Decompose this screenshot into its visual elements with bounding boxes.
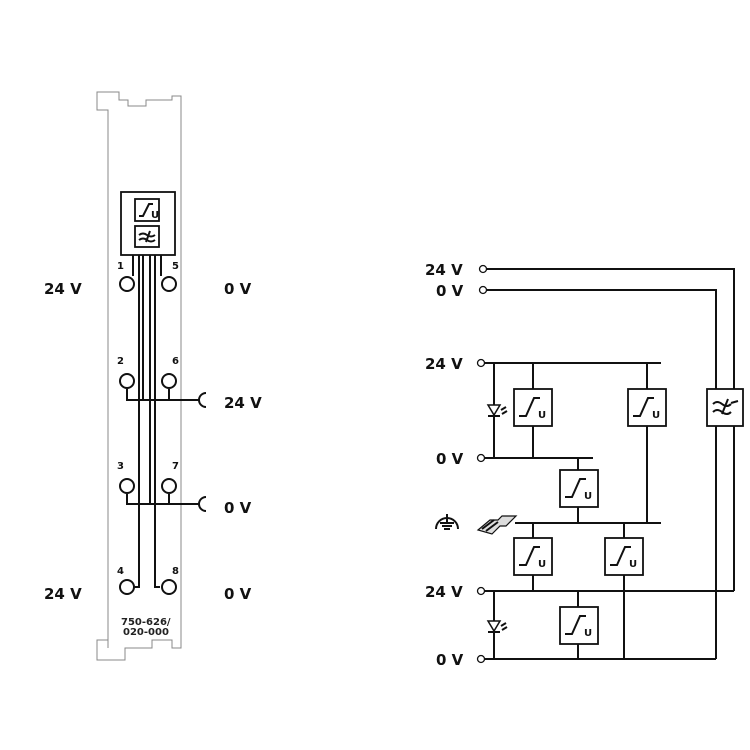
overvoltage-protection-icon: U bbox=[627, 388, 667, 427]
overvoltage-protection-boxes: U U U U U U bbox=[513, 388, 667, 645]
terminal-numbers: 1 2 3 4 5 6 7 8 bbox=[117, 261, 179, 577]
svg-text:2: 2 bbox=[117, 356, 124, 367]
svg-text:0 V: 0 V bbox=[224, 585, 252, 603]
filter-icon bbox=[134, 225, 160, 248]
schematic-labels: 24 V 0 V 24 V 0 V 24 V 0 V bbox=[425, 261, 464, 669]
connector-0v bbox=[198, 496, 207, 512]
voltage-letter: U bbox=[538, 410, 546, 421]
overvoltage-protection-icon: U bbox=[513, 537, 553, 576]
svg-text:0 V: 0 V bbox=[436, 450, 464, 468]
module-head: U bbox=[120, 191, 176, 256]
schematic-wiring bbox=[485, 268, 735, 660]
voltage-letter: U bbox=[584, 628, 592, 639]
svg-text:24 V: 24 V bbox=[425, 583, 463, 601]
svg-text:0 V: 0 V bbox=[224, 280, 252, 298]
voltage-letter: U bbox=[629, 559, 637, 570]
overvoltage-protection-icon: U bbox=[559, 469, 599, 508]
svg-text:24 V: 24 V bbox=[44, 585, 82, 603]
svg-text:7: 7 bbox=[172, 461, 179, 472]
terminals bbox=[119, 276, 177, 595]
module-labels: 24 V 24 V 0 V 24 V 0 V 0 V bbox=[44, 280, 262, 603]
schematic-terminals bbox=[476, 264, 488, 664]
svg-text:24 V: 24 V bbox=[44, 280, 82, 298]
svg-text:6: 6 bbox=[172, 356, 179, 367]
din-rail-icon bbox=[476, 515, 518, 535]
svg-text:0 V: 0 V bbox=[436, 282, 464, 300]
overvoltage-protection-icon: U bbox=[559, 606, 599, 645]
svg-text:U: U bbox=[151, 210, 159, 221]
filter-icon bbox=[706, 388, 744, 427]
part-number-suffix: 020-000 bbox=[123, 627, 169, 638]
led-icon bbox=[486, 404, 508, 417]
led-icon bbox=[486, 620, 508, 633]
svg-text:5: 5 bbox=[172, 261, 179, 272]
svg-text:4: 4 bbox=[117, 566, 124, 577]
overvoltage-protection-icon: U bbox=[604, 537, 644, 576]
voltage-letter: U bbox=[652, 410, 660, 421]
voltage-letter: U bbox=[584, 491, 592, 502]
voltage-letter: U bbox=[538, 559, 546, 570]
connector-24v bbox=[198, 392, 207, 408]
overvoltage-protection-icon: U bbox=[513, 388, 553, 427]
svg-text:1: 1 bbox=[117, 261, 124, 272]
module-wiring bbox=[126, 255, 207, 588]
part-number: 750-626/ bbox=[121, 617, 171, 628]
overvoltage-protection-icon: U bbox=[134, 198, 160, 222]
svg-text:0 V: 0 V bbox=[436, 651, 464, 669]
ground-icon bbox=[435, 514, 459, 530]
svg-text:24 V: 24 V bbox=[425, 261, 463, 279]
module-outline bbox=[96, 91, 182, 661]
svg-text:0 V: 0 V bbox=[224, 499, 252, 517]
svg-text:3: 3 bbox=[117, 461, 124, 472]
svg-text:8: 8 bbox=[172, 566, 179, 577]
svg-text:24 V: 24 V bbox=[425, 355, 463, 373]
svg-text:24 V: 24 V bbox=[224, 394, 262, 412]
